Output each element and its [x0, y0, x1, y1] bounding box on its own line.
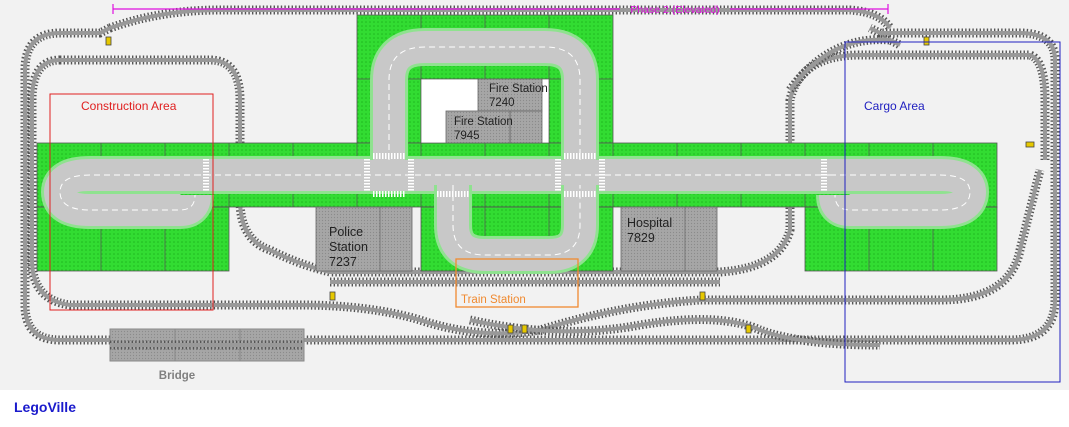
signal-icon — [105, 36, 112, 46]
hospital-line1: Hospital — [627, 216, 672, 230]
fire-station-7945 — [445, 110, 511, 144]
phase-label: Phase 2 (Elevated) — [630, 4, 719, 16]
fire-station-b-line2: 7945 — [454, 130, 480, 142]
phase-dimension-line — [112, 4, 889, 14]
cargo-area-box — [844, 41, 1061, 383]
fire-station-b-line1: Fire Station — [454, 116, 513, 128]
fire-station-a-line2: 7240 — [489, 97, 515, 109]
construction-area-box — [49, 93, 214, 311]
roads — [40, 27, 990, 274]
hospital — [620, 206, 718, 272]
crossover-track-rails — [469, 317, 881, 347]
bridge-label: Bridge — [159, 370, 195, 382]
signal-icon — [699, 291, 706, 301]
signal-icon — [1025, 141, 1035, 148]
construction-area-label: Construction Area — [81, 99, 177, 113]
fire-station-7240 — [477, 78, 543, 144]
hospital-line2: 7829 — [627, 231, 655, 245]
signal-icon — [507, 324, 514, 334]
cargo-area-label: Cargo Area — [864, 99, 925, 113]
signals — [105, 36, 1035, 334]
outer-track-rails — [23, 26, 1057, 342]
signal-icon — [329, 291, 336, 301]
police-line1: Police — [329, 225, 363, 239]
police-station — [315, 206, 413, 272]
train-station-box — [455, 258, 579, 308]
top-track-rails — [109, 8, 892, 30]
upper-right-track-rails — [788, 37, 901, 92]
signal-icon — [521, 324, 528, 334]
train-station-label: Train Station — [461, 294, 526, 306]
fire-station-a-line1: Fire Station — [489, 83, 548, 95]
bridge — [109, 328, 305, 362]
signal-icon — [745, 324, 752, 334]
police-line2: Station — [329, 240, 368, 254]
signal-icon — [923, 36, 930, 46]
middle-track-rails — [30, 58, 1042, 336]
police-line3: 7237 — [329, 255, 357, 269]
page-title: LegoVille — [14, 399, 76, 415]
